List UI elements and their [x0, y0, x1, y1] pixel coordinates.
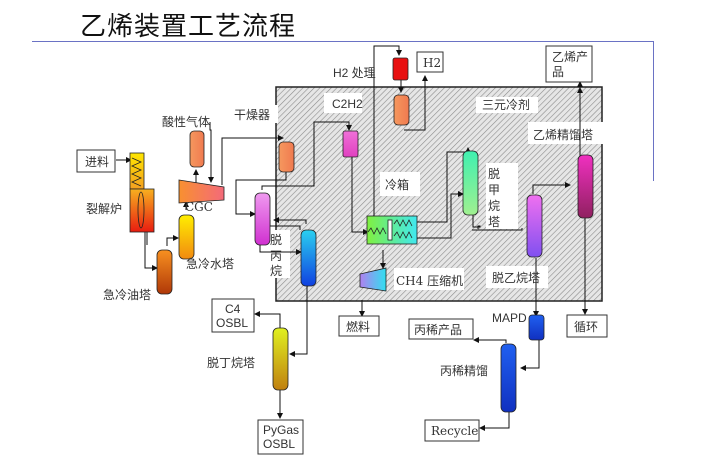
recycle-label: Recycle — [431, 424, 478, 438]
h2-box — [416, 51, 444, 73]
propylene-product-box — [408, 318, 474, 340]
deethanizer-column[interactable] — [526, 194, 543, 258]
acid-gas-label: 酸性气体 — [162, 114, 210, 129]
ethylene-frac-label-bg — [528, 122, 604, 144]
h2-dryer[interactable] — [393, 94, 410, 126]
pygas-osbl-label: OSBL — [263, 437, 295, 451]
cgc-compressor[interactable] — [178, 179, 225, 204]
c4-osbl-box — [211, 298, 255, 333]
cgc-label: CGC — [185, 200, 213, 214]
cracking-furnace[interactable] — [129, 152, 155, 233]
coldbox-label-bg — [380, 172, 420, 196]
ch4-label-bg — [394, 268, 464, 290]
pygas-osbl-box — [257, 419, 304, 455]
propylene-product-label: 丙稀产品 — [414, 323, 462, 337]
c2h2-reactor[interactable] — [342, 130, 359, 158]
feed-box — [76, 149, 116, 173]
ethylene-product-label-2: 品 — [552, 65, 564, 79]
demethanizer-label-2: 甲 — [488, 183, 500, 197]
dryer-label: 干燥器 — [234, 108, 270, 122]
recycle-loop-box — [566, 314, 608, 338]
h2-treatment-label: H2 处理 — [333, 66, 376, 80]
demethanizer-label-1: 脱 — [488, 166, 500, 181]
c3-column[interactable] — [300, 229, 317, 287]
demethanizer-column[interactable] — [462, 150, 479, 216]
flow-lines — [116, 45, 588, 431]
cracking-furnace-label: 裂解炉 — [86, 202, 122, 216]
depropanizer-label-bg — [268, 230, 290, 278]
quench-oil-tower[interactable] — [156, 249, 173, 295]
ethylene-fractionator-column[interactable] — [577, 154, 594, 219]
h2-methanator[interactable] — [392, 57, 409, 81]
pygas-label: PyGas — [263, 423, 299, 437]
recycle-loop-label: 循环 — [574, 320, 598, 334]
depropanizer-label-3: 烷 — [270, 264, 282, 278]
demethanizer-label-4: 塔 — [488, 215, 500, 229]
depropanizer-column[interactable] — [254, 192, 271, 246]
c4-osbl-label: OSBL — [216, 316, 248, 330]
cold-box-label: 冷箱 — [385, 177, 409, 192]
ch4-compressor[interactable] — [359, 267, 387, 292]
quench-water-tower-label: 急冷水塔 — [186, 256, 234, 271]
c2h2-label: C2H2 — [332, 97, 363, 111]
fuel-box — [338, 315, 380, 337]
acid-gas-tower[interactable] — [189, 130, 205, 168]
quench-water-tower[interactable] — [178, 214, 195, 260]
recycle-box — [424, 419, 480, 442]
ternary-refrigerant-label: 三元冷剂 — [482, 97, 530, 112]
dryer-label-bg — [238, 105, 278, 123]
ethylene-product-box — [545, 45, 593, 83]
dryer-vessel[interactable] — [278, 141, 295, 173]
deethanizer-label: 脱乙烷塔 — [492, 270, 540, 285]
demethanizer-label-bg — [486, 163, 518, 229]
depropanizer-label-1: 脱 — [270, 232, 282, 247]
ch4-compressor-label: CH4 压缩机 — [396, 273, 463, 288]
propylene-rectifier-label: 丙稀精馏 — [440, 364, 488, 378]
debutanizer-column[interactable] — [272, 327, 289, 391]
propylene-rectifier-column[interactable] — [500, 343, 517, 413]
demethanizer-label-3: 烷 — [488, 199, 500, 213]
c4-label: C4 — [225, 302, 241, 316]
ethylene-fractionator-label: 乙烯精馏塔 — [533, 128, 593, 142]
c2h2-label-bg — [324, 93, 362, 113]
fuel-label: 燃料 — [346, 319, 370, 334]
depropanizer-label-2: 丙 — [270, 249, 282, 263]
h2-box-label: H2 — [423, 56, 441, 70]
page-title: 乙烯装置工艺流程 — [80, 12, 297, 42]
deethanizer-label-bg — [486, 266, 548, 288]
ethylene-product-label-1: 乙烯产 — [552, 50, 588, 64]
mapd-label: MAPD — [492, 311, 527, 325]
frame-line-right — [653, 41, 654, 181]
frame-line-top — [32, 41, 654, 42]
mapd-reactor[interactable] — [528, 314, 545, 341]
cold-box[interactable] — [366, 215, 418, 245]
feed-label: 进料 — [85, 155, 109, 169]
debutanizer-label: 脱丁烷塔 — [207, 355, 255, 370]
quench-oil-tower-label: 急冷油塔 — [103, 287, 151, 302]
refrigerant-label-bg — [476, 97, 538, 113]
